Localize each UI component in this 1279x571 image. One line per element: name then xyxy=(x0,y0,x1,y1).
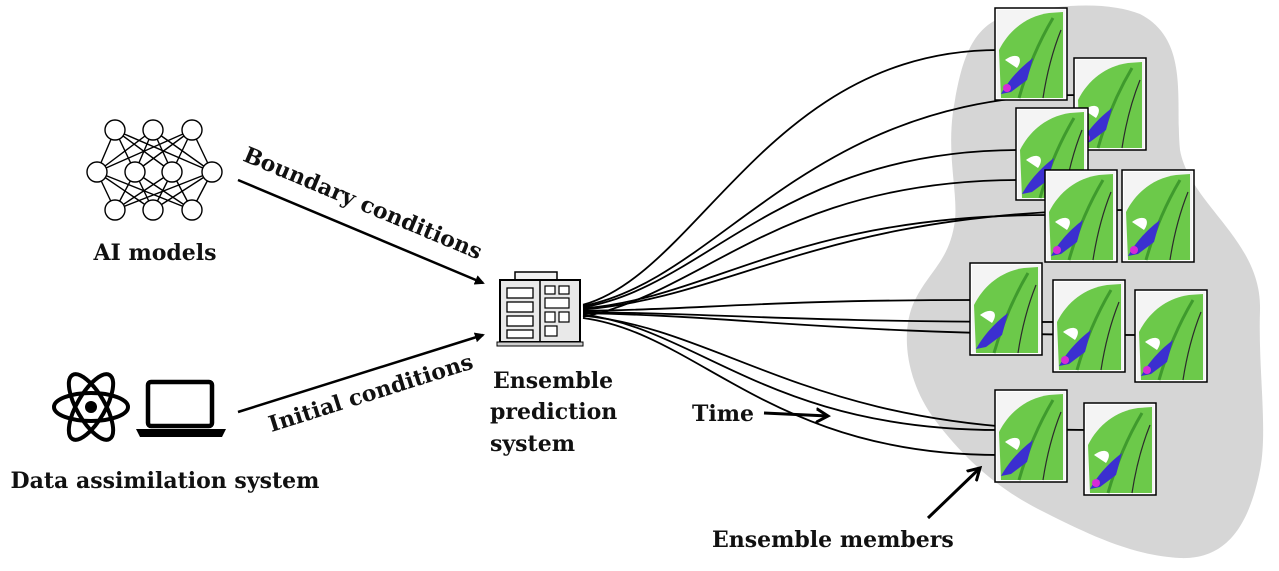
ensemble-member-map xyxy=(969,262,1043,356)
network-edge xyxy=(152,171,213,211)
laptop-icon xyxy=(136,379,226,437)
ensemble-member-map xyxy=(1052,279,1126,373)
time-arrow xyxy=(763,413,828,416)
network-node xyxy=(181,119,203,141)
trajectory-line xyxy=(582,314,1089,431)
ensemble-members-arrow xyxy=(926,468,980,520)
network-edge xyxy=(96,129,193,173)
eps-label-line3: system xyxy=(490,431,575,457)
network-edge xyxy=(114,171,173,211)
network-node xyxy=(86,161,108,183)
network-node xyxy=(161,161,183,183)
atom-icon xyxy=(52,372,130,442)
server-rack-icon xyxy=(496,271,584,347)
ensemble-trajectories xyxy=(582,49,1140,456)
trajectory-line xyxy=(582,209,1127,311)
network-node xyxy=(142,119,164,141)
trajectory-line xyxy=(582,49,1000,306)
trajectory-line xyxy=(582,313,1000,431)
ensemble-member-map xyxy=(1134,289,1208,383)
ensemble-member-map xyxy=(994,389,1068,483)
time-label: Time xyxy=(692,401,754,427)
initial-conditions-arrow xyxy=(237,332,485,414)
trajectory-line xyxy=(582,311,1058,323)
network-node xyxy=(104,119,126,141)
ensemble-member-map xyxy=(994,7,1068,101)
network-edge xyxy=(114,171,213,211)
network-node xyxy=(142,199,164,221)
ai-models-label: AI models xyxy=(92,240,216,266)
network-edge xyxy=(96,129,154,173)
trajectory-line xyxy=(582,149,1021,309)
network-node xyxy=(201,161,223,183)
eps-label-line2: prediction xyxy=(490,399,617,425)
boundary-conditions-label: Boundary conditions xyxy=(240,142,486,265)
trajectory-line xyxy=(582,179,1021,318)
trajectory-line xyxy=(582,94,1079,307)
network-node xyxy=(104,199,126,221)
ensemble-member-map xyxy=(1121,169,1195,263)
trajectory-line xyxy=(582,317,1000,456)
neural-network-icon xyxy=(86,119,223,221)
boundary-conditions-arrow xyxy=(237,178,485,285)
network-node xyxy=(124,161,146,183)
eps-label-line1: Ensemble xyxy=(493,368,613,394)
ensemble-members-group xyxy=(969,7,1208,496)
ensemble-member-map xyxy=(1044,169,1118,263)
ensemble-members-label: Ensemble members xyxy=(712,527,954,553)
network-node xyxy=(181,199,203,221)
ensemble-member-map xyxy=(1083,402,1157,496)
data-assimilation-label: Data assimilation system xyxy=(11,468,320,494)
trajectory-line xyxy=(582,299,975,312)
network-edge xyxy=(134,129,193,173)
